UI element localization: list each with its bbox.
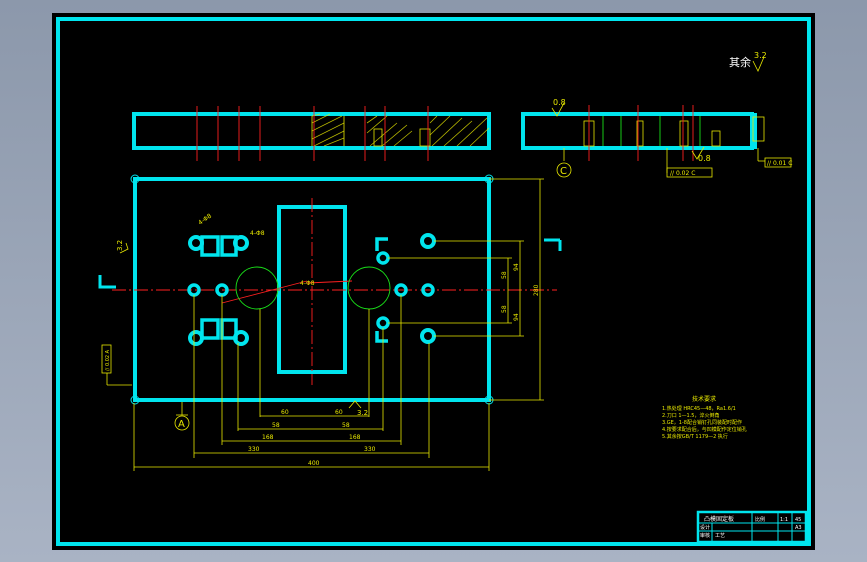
technical-requirements: 技术要求 1.热处理 HRC45—48，Ra1.6/1 2.刀口 1—1.5，淬… — [662, 395, 747, 440]
dim-h-7: 330 — [364, 446, 376, 453]
datum-c: C — [560, 166, 567, 177]
bottom-roughness: 3.2 — [357, 409, 368, 417]
dim-h-3: 58 — [342, 422, 350, 429]
dim-v-0: 94 — [513, 263, 520, 271]
dim-v-3: 94 — [513, 313, 520, 321]
tech-note-2: 2.刀口 1—1.5，淬火倒角 — [662, 412, 720, 419]
left-tol-box: // 0.02 A — [105, 349, 111, 371]
dim-h-4: 168 — [262, 434, 274, 441]
title-block-name: 凸模固定板 — [704, 515, 734, 523]
title-block-row-2: 审核 — [700, 532, 710, 539]
left-roughness: 3.2 — [116, 240, 124, 251]
section-view-side: 0.8 C // 0.01 C 0.8 // 0.02 C — [521, 98, 792, 178]
tech-note-5: 5.其余按GB/T 1179—2 执行 — [662, 433, 728, 440]
tech-note-1: 1.热处理 HRC45—48，Ra1.6/1 — [662, 405, 736, 412]
dim-h-6: 330 — [248, 446, 260, 453]
tech-title: 技术要求 — [692, 395, 716, 403]
parallel-right-box: // 0.01 C — [767, 160, 792, 167]
title-block-scale: 1:1 — [780, 517, 788, 523]
dim-h-5: 168 — [349, 434, 361, 441]
title-block-row-1: 设计 — [700, 524, 710, 531]
title-block: 凸模固定板 比例 1:1 45 A3 设计 审核 工艺 — [696, 510, 808, 544]
right-roughness: 0.8 — [698, 154, 711, 163]
dim-vertical-total: 280 — [533, 284, 540, 296]
datum-a: A — [178, 419, 185, 430]
title-block-scale-label: 比例 — [755, 516, 765, 523]
dim-h-2: 58 — [272, 422, 280, 429]
dim-v-1: 58 — [501, 271, 508, 279]
dimension-annotations: 4-Φ8 4-Φ8 4-Φ8 3.2 // 0.02 A A 3.2 — [101, 178, 544, 471]
tech-note-4: 4.按要求配合后，与凹模配作定位销孔 — [662, 426, 747, 433]
drawing-sheet: 其余 3.2 — [52, 13, 815, 550]
dim-label-angle-2: 4-Φ8 — [250, 230, 265, 237]
cad-drawing: 其余 3.2 — [56, 17, 811, 546]
dim-h-8: 400 — [308, 460, 320, 467]
dim-label-angle-3: 4-Φ8 — [300, 280, 315, 287]
roughness-symbol — [752, 56, 765, 72]
drawing-frame — [56, 17, 811, 546]
title-block-row-3: 工艺 — [715, 533, 725, 539]
roughness-note: 其余 — [729, 55, 751, 69]
top-roughness: 0.8 — [553, 98, 566, 107]
title-block-sheet: A3 — [795, 525, 802, 531]
tech-note-3: 3.GE，1-8配合销钉孔同装配时配作 — [662, 419, 742, 426]
plan-view — [98, 174, 562, 405]
parallel-bottom-box: // 0.02 C — [670, 170, 695, 177]
dim-h-1: 60 — [335, 409, 343, 416]
title-block-material: 45 — [795, 517, 801, 523]
dim-v-2: 58 — [501, 305, 508, 313]
roughness-value: 3.2 — [754, 51, 767, 60]
dim-h-0: 60 — [281, 409, 289, 416]
section-view-top — [132, 106, 491, 161]
dim-label-angle-1: 4-Φ8 — [197, 212, 213, 226]
